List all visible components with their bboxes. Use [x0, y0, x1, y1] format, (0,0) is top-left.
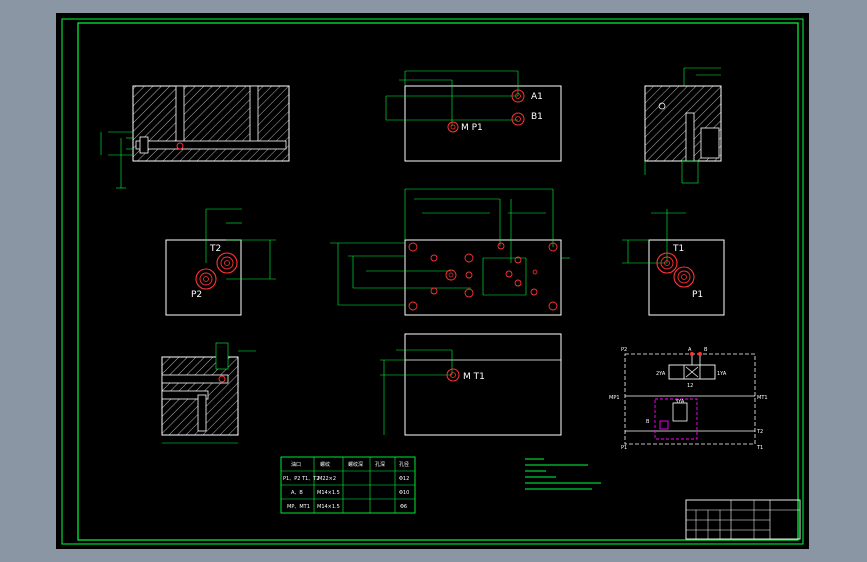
table-cell-0-1: M22×2: [318, 476, 336, 482]
schematic-1ya: 1YA: [717, 371, 727, 377]
schematic-num: 12: [687, 383, 693, 389]
schematic-2ya: 2YA: [656, 371, 666, 377]
schematic-a: A: [688, 347, 692, 353]
label-mt1: M T1: [463, 372, 485, 382]
table-cell-1-0: A、B: [291, 490, 303, 496]
inner-frame: [77, 22, 799, 541]
table-cell-2-4: Φ6: [400, 504, 407, 510]
table-header-3: 孔深: [375, 461, 385, 468]
table-header-4: 孔径: [399, 461, 409, 468]
label-p2: P2: [191, 290, 202, 300]
label-a1: A1: [531, 92, 543, 102]
schematic-b-port: B: [646, 419, 650, 425]
table-cell-0-4: Φ12: [399, 476, 409, 482]
section-view-bottom-left: [161, 342, 256, 444]
side-view-middle-right: T1 P1: [622, 209, 725, 316]
schematic-b: B: [704, 347, 708, 353]
label-t1: T1: [672, 244, 684, 254]
front-view-bottom: M T1: [380, 333, 562, 436]
plan-view-center: [330, 188, 570, 316]
schematic-t1: T1: [756, 445, 763, 451]
title-block: [685, 499, 801, 540]
port-table: 油口 螺纹 螺纹深 孔深 孔径 P1、P2 T1、T2 M22×2 Φ12 A、…: [280, 456, 416, 514]
table-cell-2-1: M14×1.5: [317, 504, 340, 510]
table-header-2: 螺纹深: [348, 461, 363, 468]
front-view-top: A1 B1 M P1: [385, 70, 562, 162]
label-t2: T2: [209, 244, 221, 254]
hydraulic-schematic: P2 T2 MP1 MT1 A B P1 T1 B 2YA 1YA 3YA 12: [609, 347, 768, 451]
cad-viewport[interactable]: A1 B1 M P1 T2 P2: [56, 13, 809, 549]
table-header-0: 油口: [291, 461, 301, 468]
cad-drawing: A1 B1 M P1 T2 P2: [61, 18, 804, 545]
table-cell-1-1: M14×1.5: [317, 490, 340, 496]
technical-notes: [525, 458, 601, 490]
schematic-mp1: MP1: [609, 395, 620, 401]
side-section-top-right: [644, 67, 722, 184]
table-cell-0-0: P1、P2 T1、T2: [283, 476, 319, 482]
schematic-t2: T2: [756, 429, 763, 435]
table-header-1: 螺纹: [320, 461, 330, 468]
table-cell-2-0: MP、MT1: [287, 504, 310, 510]
side-view-middle-left: T2 P2: [165, 208, 276, 316]
label-mp1: M P1: [461, 123, 483, 133]
schematic-p1: P1: [621, 445, 627, 451]
schematic-p2: P2: [621, 347, 627, 353]
table-cell-1-4: Φ10: [399, 490, 409, 496]
schematic-mt1: MT1: [757, 395, 768, 401]
section-view-top-left: [100, 85, 290, 189]
label-b1: B1: [531, 112, 543, 122]
schematic-3ya: 3YA: [675, 399, 685, 405]
outer-frame: [61, 18, 804, 545]
label-p1: P1: [692, 290, 703, 300]
